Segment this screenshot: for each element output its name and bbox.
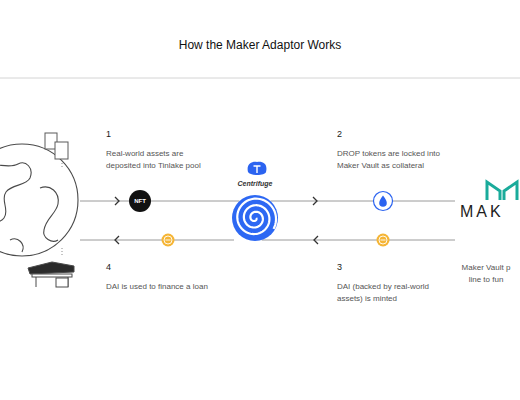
step-description: Maker Vault p line to fun: [456, 262, 516, 286]
step-number: 4: [106, 261, 126, 273]
flow-chevron: [115, 236, 119, 244]
business-icon: [28, 262, 74, 287]
centrifuge-logo: Centrifuge: [232, 195, 278, 241]
flow-line: [80, 201, 129, 202]
header-rule: [0, 78, 520, 79]
flow-line: [270, 201, 455, 202]
step-description: DAI is used to finance a loan: [106, 281, 256, 293]
flow-connector: [151, 201, 240, 202]
flow-line: [80, 240, 234, 241]
dai-coin: [377, 234, 390, 247]
step-number: 1: [106, 128, 126, 140]
flow-chevron: [314, 236, 318, 244]
step-description: DROP tokens are locked into Maker Vault …: [337, 148, 457, 172]
dai-coin: [162, 234, 175, 247]
flow-line: [262, 240, 455, 241]
flow-chevron: [115, 197, 119, 205]
maker-logo: MAK: [455, 178, 520, 244]
flow-connector: [262, 236, 455, 244]
dotted-lead: [62, 248, 63, 256]
flow-chevron: [313, 197, 317, 205]
tinlake-token: [248, 162, 267, 175]
flow-line: [151, 201, 240, 202]
dotted-lead: [62, 163, 63, 168]
step-number: 2: [337, 128, 357, 140]
node-label: NFT: [129, 190, 151, 212]
node-label: MAK: [460, 203, 520, 221]
step-number: 3: [337, 261, 357, 273]
documents-icon: [45, 133, 68, 159]
nft-badge: NFT: [129, 190, 151, 212]
flow-connector: [270, 197, 455, 205]
step-description: DAI (backed by real-world assets) is min…: [337, 281, 447, 305]
node-label: Centrifuge: [220, 180, 290, 187]
step-description: Real-world assets are deposited into Tin…: [106, 148, 218, 172]
diagram-title: How the Maker Adaptor Works: [0, 38, 520, 52]
globe-icon: [0, 144, 78, 256]
centrifuge-logo-shape: [232, 195, 278, 241]
drop-token: [374, 192, 393, 211]
